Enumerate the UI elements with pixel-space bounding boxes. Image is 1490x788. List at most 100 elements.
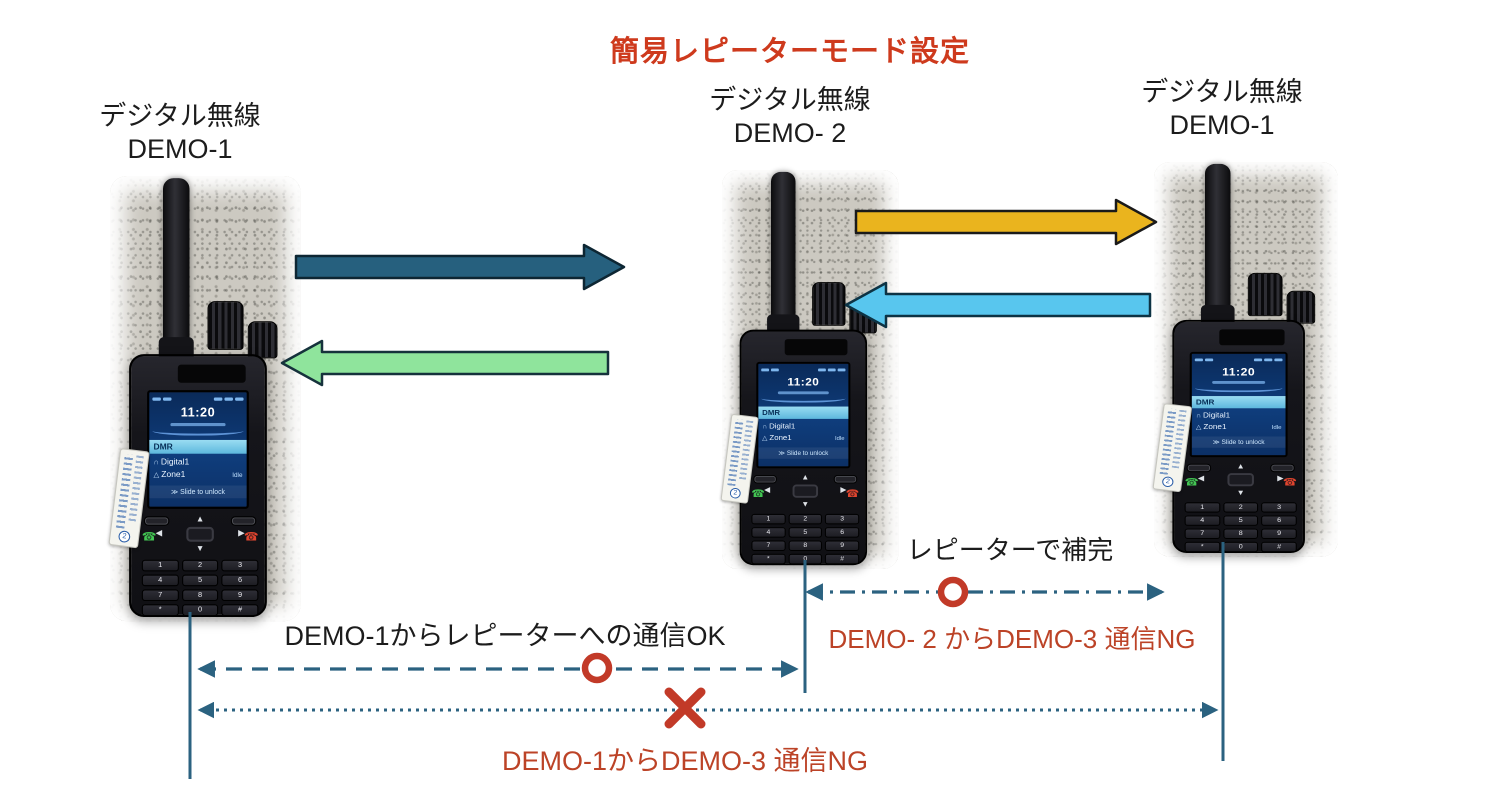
radio-body: 11:20 DMR ∩Digital1 △Zone1 Idle ≫ Slide …	[1172, 319, 1305, 554]
key: *	[751, 553, 786, 565]
nav-up-icon: ▲	[1236, 461, 1245, 471]
status-right-icons	[818, 368, 846, 371]
nav-down-icon: ▼	[1236, 488, 1245, 497]
channel-name: Digital1	[1202, 411, 1231, 420]
screen-dmr-bar: DMR	[758, 406, 849, 419]
end-key-icon: ☎	[1282, 476, 1297, 489]
key: *	[1184, 541, 1220, 553]
arrow-center-to-right	[854, 198, 1158, 246]
red-x-icon	[664, 687, 706, 729]
screen-zone-row: △Zone1 Idle	[149, 466, 247, 480]
idle-status: Idle	[1271, 425, 1282, 431]
channel-icon: ∩	[1195, 412, 1201, 420]
screen-date-line	[778, 391, 829, 395]
screen-time: 11:20	[1222, 365, 1256, 379]
label-radio-right: デジタル無線 DEMO-1	[1104, 76, 1340, 142]
speaker-grille	[177, 364, 246, 383]
nav-down-icon: ▼	[195, 543, 205, 554]
slide-to-unlock: ≫ Slide to unlock	[149, 485, 247, 499]
speaker-grille	[1219, 329, 1285, 346]
status-left-icons	[761, 368, 779, 371]
label-line1: デジタル無線	[99, 101, 261, 131]
status-left-icons	[152, 397, 172, 401]
radio-keypad: ▲ ☎ ◀ ▶ ☎ ▼ 1 2 3 4 5 6 7 8 9	[751, 473, 860, 565]
label-line1: デジタル無線	[709, 85, 871, 115]
zone-icon: △	[153, 471, 160, 480]
key: 7	[1184, 528, 1220, 539]
key: 8	[1223, 528, 1259, 539]
screen-time: 11:20	[787, 375, 820, 389]
ok-key	[1227, 473, 1254, 487]
radio-body: 11:20 DMR ∩Digital1 △Zone1 Idle ≫ Slide …	[129, 354, 267, 617]
radio-demo1-right: 11:20 DMR ∩Digital1 △Zone1 Idle ≫ Slide …	[1152, 162, 1338, 557]
key: 4	[141, 574, 179, 587]
arrow-left-to-center	[294, 243, 626, 291]
nav-right-icon: ▶	[238, 527, 245, 538]
screen-dmr-bar: DMR	[1191, 396, 1286, 409]
red-ring-icon	[937, 576, 969, 608]
key: 2	[1223, 502, 1259, 513]
volume-knob	[207, 301, 244, 350]
key: 3	[1261, 502, 1297, 513]
nav-up-icon: ▲	[801, 473, 810, 482]
radio-keypad: ▲ ☎ ◀ ▶ ☎ ▼ 1 2 3 4 5 6 7 8 9	[141, 514, 259, 616]
number-keys: 1 2 3 4 5 6 7 8 9 * 0 #	[751, 513, 860, 565]
screen-arc-decor	[1194, 384, 1283, 393]
screen-dmr-bar: DMR	[149, 439, 247, 454]
key: #	[221, 604, 259, 616]
arrow-right-to-center	[844, 281, 1152, 329]
nav-left-icon: ◀	[764, 485, 771, 494]
radio-demo2-center: 11:20 DMR ∩Digital1 △Zone1 Idle ≫ Slide …	[720, 170, 899, 569]
screen-status-bar	[149, 392, 247, 403]
screen-time: 11:20	[180, 404, 216, 420]
screen-channel-row: ∩Digital1	[758, 419, 848, 431]
screen-status-bar	[758, 364, 848, 373]
function-key-left	[1186, 463, 1212, 473]
key: 9	[221, 589, 259, 602]
function-key-left	[143, 516, 170, 526]
label-line1: デジタル無線	[1141, 77, 1303, 107]
label-line2: DEMO-1	[1169, 109, 1275, 140]
unlock-arrow-icon: ≫	[170, 488, 179, 497]
key: 6	[825, 527, 860, 538]
red-ring-icon	[581, 652, 613, 684]
nav-left-icon: ◀	[1197, 474, 1205, 483]
digital-radio: 11:20 DMR ∩Digital1 △Zone1 Idle ≫ Slide …	[108, 176, 301, 622]
function-key-right	[833, 474, 858, 484]
screen-channel-row: ∩Digital1	[149, 454, 247, 467]
key: #	[1261, 541, 1297, 553]
idle-status: Idle	[835, 436, 845, 442]
number-keys: 1 2 3 4 5 6 7 8 9 * 0 #	[141, 559, 259, 616]
volume-knob	[1247, 272, 1283, 317]
note-demo2-to-demo3-ng: DEMO- 2 からDEMO-3 通信NG	[828, 624, 1196, 654]
channel-name: Digital1	[769, 421, 796, 431]
key: 8	[788, 540, 823, 551]
number-keys: 1 2 3 4 5 6 7 8 9 * 0 #	[1184, 502, 1297, 553]
nav-left-icon: ◀	[155, 527, 163, 538]
nav-cluster: ▲ ☎ ◀ ▶ ☎ ▼	[751, 473, 859, 508]
ok-key	[792, 484, 819, 498]
nav-cluster: ▲ ☎ ◀ ▶ ☎ ▼	[1185, 461, 1297, 497]
arrow-center-to-left	[280, 339, 610, 387]
label-radio-center: デジタル無線 DEMO- 2	[672, 84, 908, 150]
radio-body: 11:20 DMR ∩Digital1 △Zone1 Idle ≫ Slide …	[739, 329, 868, 566]
label-line2: DEMO- 2	[733, 117, 847, 148]
key: 4	[751, 527, 786, 538]
unlock-label: Slide to unlock	[1221, 439, 1265, 446]
note-repeater-complement: レピーターで補完	[906, 535, 1114, 565]
status-right-icons	[1253, 357, 1283, 361]
key: 7	[751, 540, 786, 551]
zone-icon: △	[1195, 424, 1202, 431]
label-line2: DEMO-1	[127, 133, 233, 164]
ok-key	[186, 526, 214, 542]
key: 2	[181, 559, 219, 572]
volume-knob	[812, 282, 846, 326]
key: 9	[825, 540, 860, 551]
key: 5	[788, 527, 823, 538]
status-left-icons	[1194, 357, 1214, 361]
note-demo1-to-repeater-ok: DEMO-1からレピーターへの通信OK	[284, 621, 726, 651]
slide-to-unlock: ≫ Slide to unlock	[1191, 436, 1286, 448]
key: 8	[181, 589, 219, 602]
unlock-arrow-icon: ≫	[1212, 439, 1220, 446]
unlock-label: Slide to unlock	[180, 488, 225, 497]
